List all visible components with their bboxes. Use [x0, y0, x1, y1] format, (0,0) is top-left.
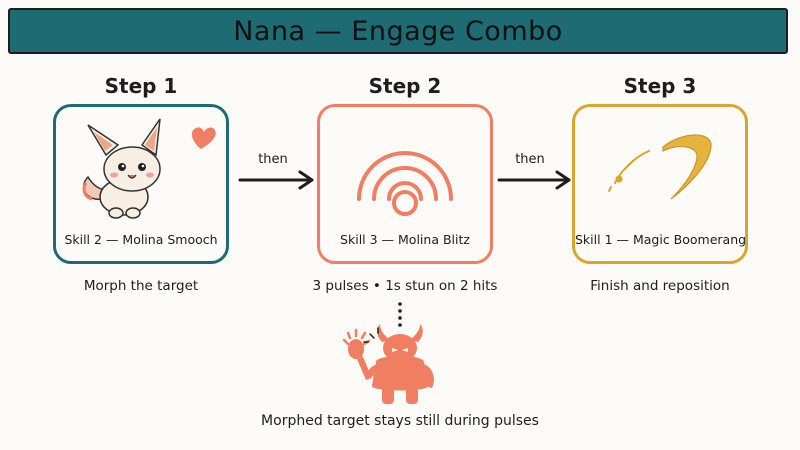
step-2-skill-label: Skill 3 — Molina Blitz	[340, 232, 470, 247]
title-banner: Nana — Engage Combo	[8, 8, 788, 54]
step-3-skill-label: Skill 1 — Magic Boomerang	[575, 232, 747, 247]
step-1-heading: Step 1	[104, 74, 178, 98]
connector-1-arrow-icon	[238, 170, 314, 190]
step-1-caption: Morph the target	[83, 278, 199, 294]
page-title: Nana — Engage Combo	[233, 15, 563, 47]
bottom-note: Morphed target stays still during pulses	[261, 413, 539, 429]
step-1-skill-label: Skill 2 — Molina Smooch	[64, 232, 218, 247]
step-1-card: Skill 2 — Molina Smooch	[53, 104, 229, 264]
step-2-card: Skill 3 — Molina Blitz	[317, 104, 493, 264]
dotted-connector	[398, 302, 402, 327]
step-3-card: Skill 1 — Magic Boomerang	[572, 104, 748, 264]
step-3-heading: Step 3	[623, 74, 697, 98]
step-3-caption: Finish and reposition	[590, 278, 730, 294]
step-2-heading: Step 2	[368, 74, 442, 98]
connector-1-label: then	[258, 152, 288, 167]
connector-2-label: then	[515, 152, 545, 167]
boomerang-icon	[608, 134, 712, 200]
connector-2-arrow-icon	[497, 170, 571, 190]
heart-icon	[191, 127, 216, 149]
pulse-waves-icon	[357, 151, 453, 216]
fox-creature-icon	[82, 118, 161, 219]
monster-silhouette-icon	[342, 324, 434, 404]
step-2-caption: 3 pulses • 1s stun on 2 hits	[312, 278, 498, 294]
